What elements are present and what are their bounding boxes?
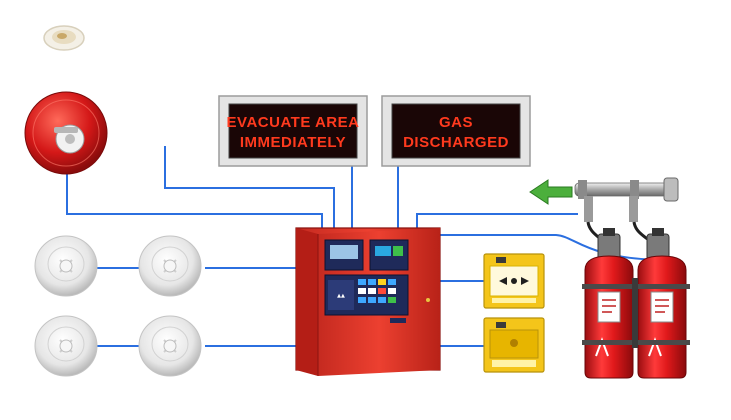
wire-pipe-to-panel bbox=[164, 146, 335, 228]
smoke-detector-icon bbox=[138, 235, 202, 297]
evacuate-sign-line2: IMMEDIATELY bbox=[240, 134, 346, 151]
manual-call-point-icon bbox=[483, 317, 545, 373]
gas-cylinder-icon bbox=[574, 177, 690, 379]
wire-cylinder-to-panel bbox=[416, 213, 578, 228]
wire-bell-to-panel bbox=[66, 168, 323, 228]
flow-arrow-icon bbox=[529, 179, 573, 205]
gas-sign-line2: DISCHARGED bbox=[403, 134, 509, 151]
fire-alarm-bell-icon bbox=[24, 91, 108, 175]
wire-top-right bbox=[440, 234, 661, 261]
ceiling-detector-icon bbox=[43, 25, 85, 51]
smoke-detector-icon bbox=[34, 315, 98, 377]
smoke-detector-icon bbox=[138, 315, 202, 377]
wiring bbox=[66, 146, 661, 347]
evacuate-sign-line1: EVACUATE AREA bbox=[227, 114, 360, 131]
gas-discharged-sign: GAS DISCHARGED bbox=[381, 95, 531, 167]
gas-sign-line1: GAS bbox=[439, 114, 473, 131]
manual-call-point-icon bbox=[483, 253, 545, 309]
fire-control-panel-icon: ▲▲ bbox=[295, 227, 441, 376]
evacuate-sign: EVACUATE AREA IMMEDIATELY bbox=[218, 95, 368, 167]
smoke-detector-icon bbox=[34, 235, 98, 297]
svg-text:▲▲: ▲▲ bbox=[337, 293, 345, 299]
